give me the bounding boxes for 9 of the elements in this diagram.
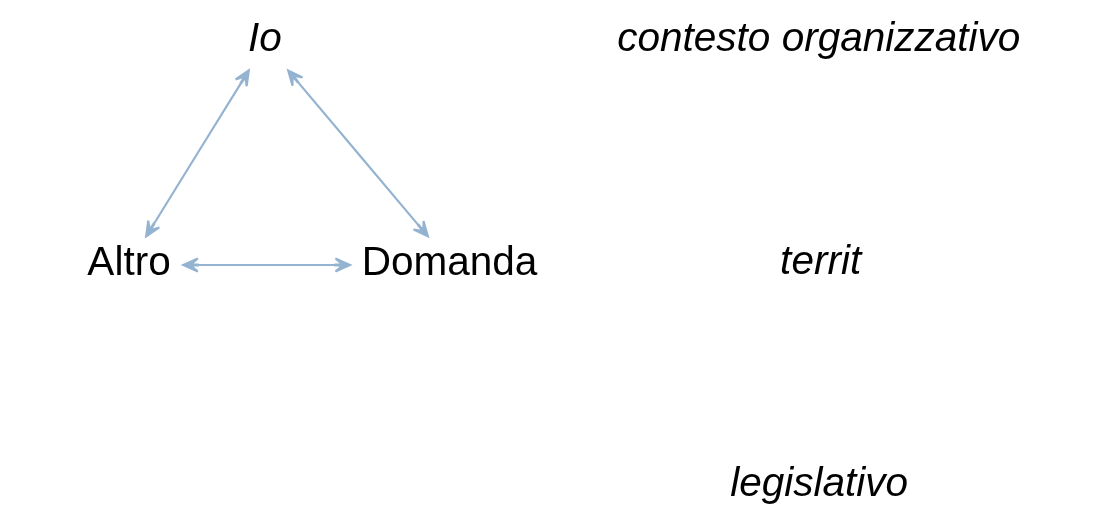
- label: territ: [780, 236, 862, 283]
- node-text: Altro: [87, 237, 171, 284]
- node-text: Domanda: [361, 237, 538, 284]
- arrow: [182, 257, 352, 273]
- node-text: Io: [248, 13, 282, 60]
- label: legislativo: [730, 459, 909, 506]
- arrow: [145, 69, 250, 238]
- label: contesto organizzativo: [617, 13, 1021, 60]
- arrow: [287, 69, 429, 238]
